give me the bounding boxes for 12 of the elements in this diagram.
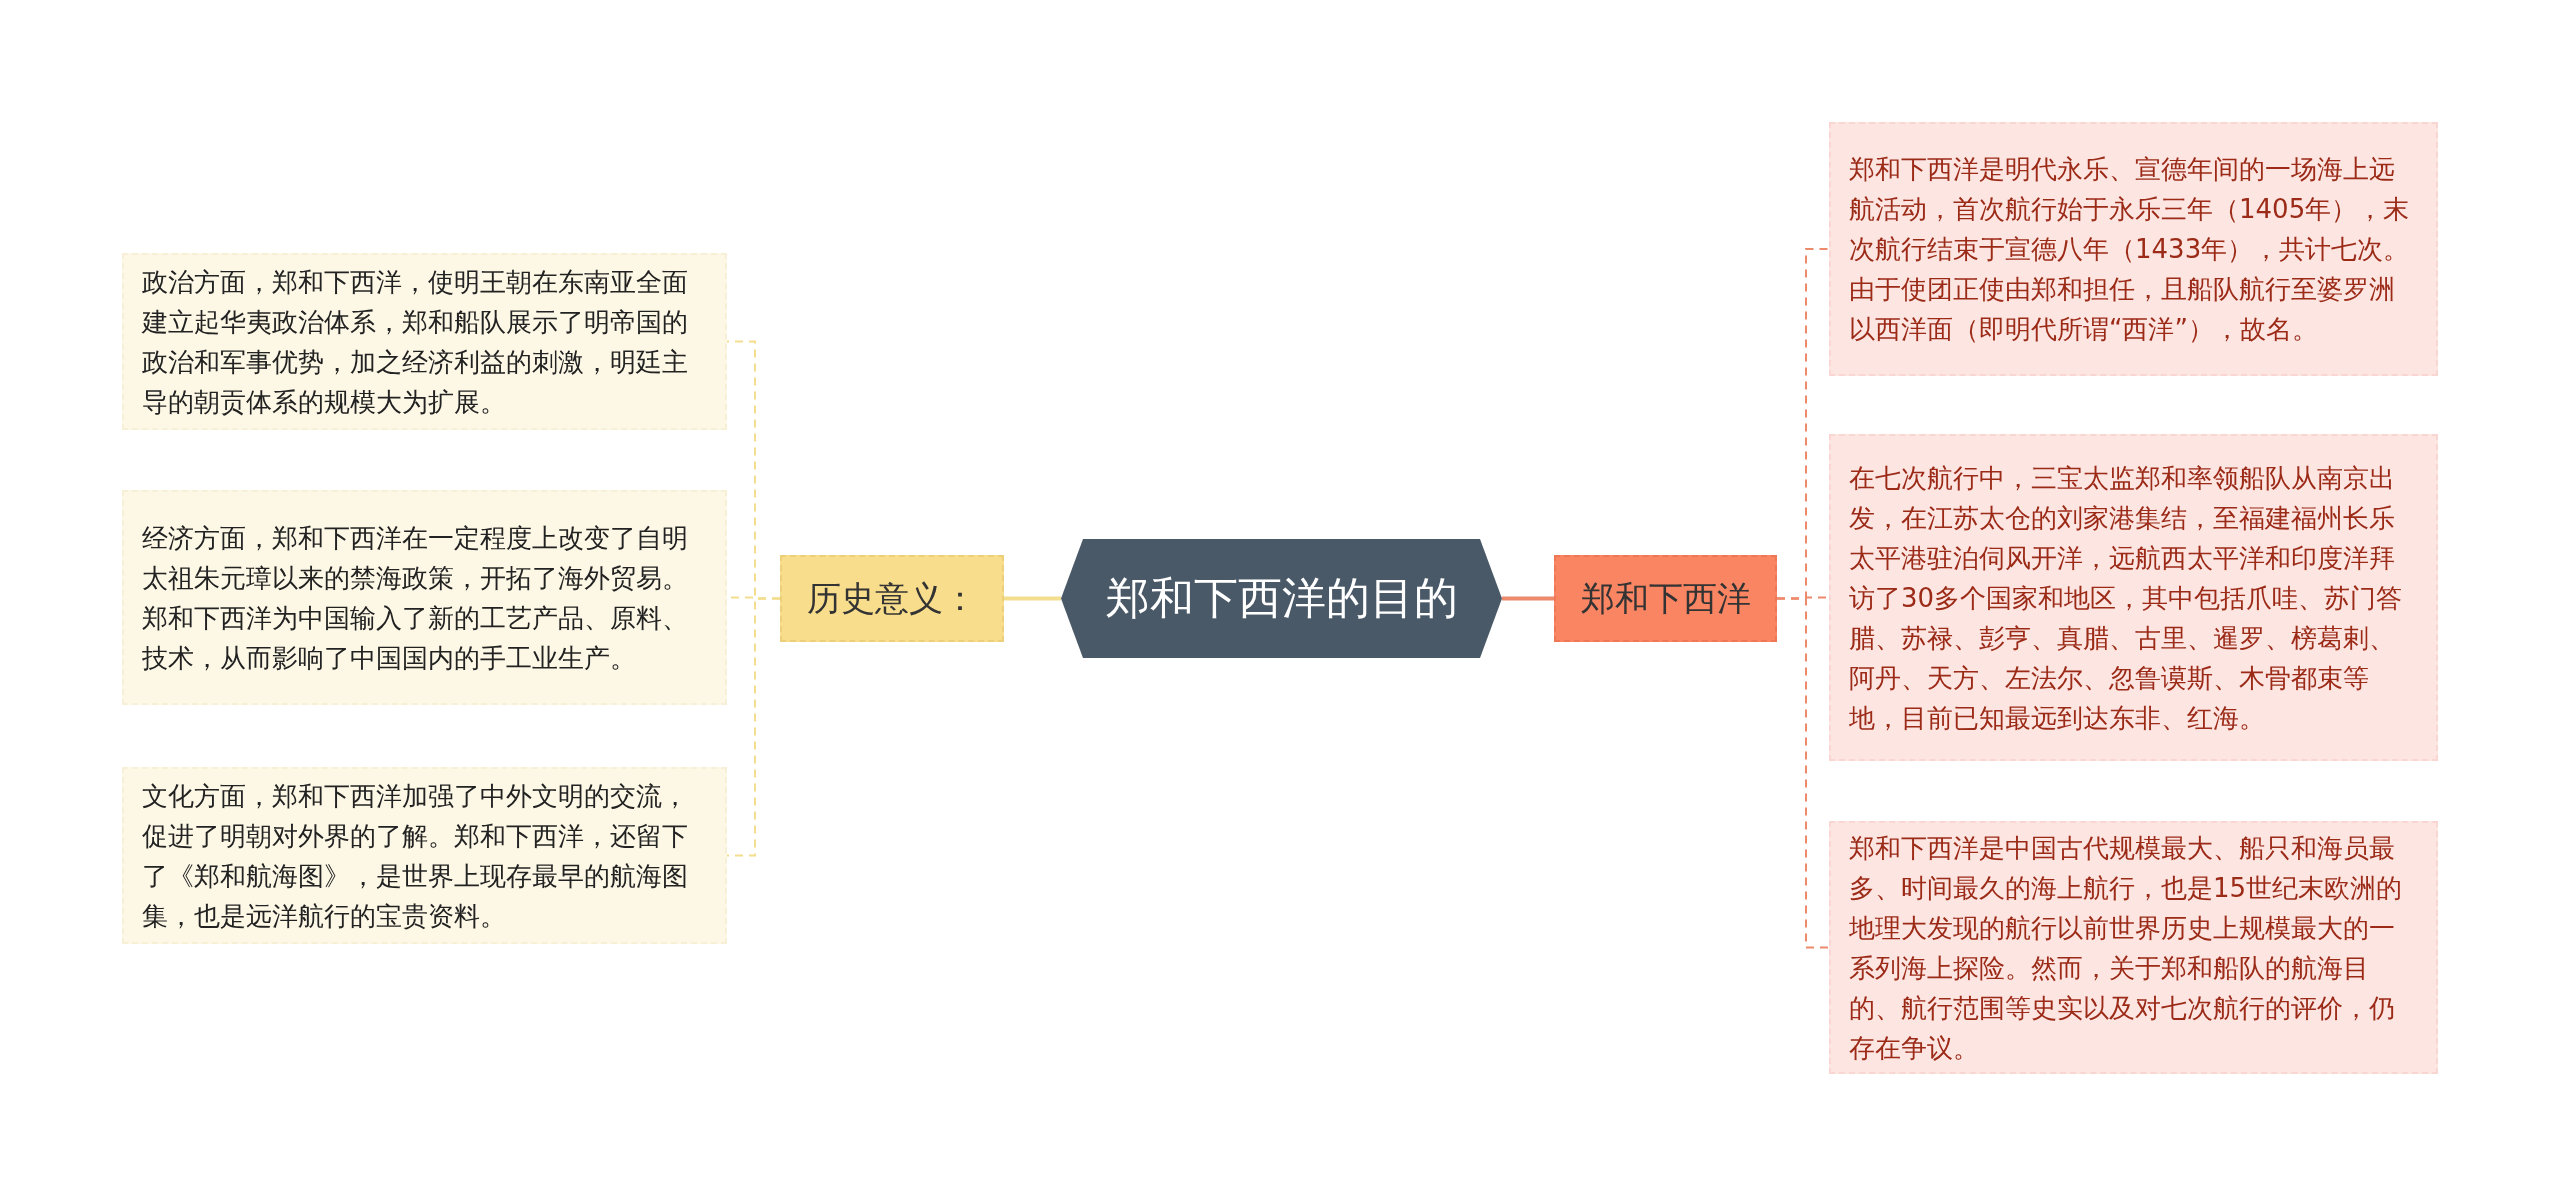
note-box: 经济方面，郑和下西洋在一定程度上改变了自明太祖朱元璋以来的禁海政策，开拓了海外贸易。郑和下西洋为中国输入了新的工艺产品、原料、技术，从而影响了中国国内的手工业生产。	[122, 490, 727, 705]
branch-box: 郑和下西洋	[1554, 555, 1777, 642]
note-box: 在七次航行中，三宝太监郑和率领船队从南京出发，在江苏太仓的刘家港集结，至福建福州长乐太平港驻泊伺风开洋，远航西太平洋和印度洋拜访了30多个国家和地区，其中包括爪哇、苏门答腊、苏禄、彭亨、真腊、古里、暹罗、榜葛剌、阿丹、天方、左法尔、忽鲁谟斯、木骨都束等地，目前已知最远到达东非、红海。	[1829, 434, 2438, 761]
note-box: 郑和下西洋是明代永乐、宣德年间的一场海上远航活动，首次航行始于永乐三年（1405年），末次航行结束于宣德八年（1433年），共计七次。由于使团正使由郑和担任，且船队航行至婆罗洲以西洋面（即明代所谓“西洋”），故名。	[1829, 122, 2438, 376]
topic-hexagon: 郑和下西洋的目的	[1061, 539, 1502, 658]
branch-box: 历史意义：	[780, 555, 1004, 642]
connector-line	[1776, 597, 1830, 949]
note-box: 政治方面，郑和下西洋，使明王朝在东南亚全面建立起华夷政治体系，郑和船队展示了明帝国的政治和军事优势，加之经济利益的刺激，明廷主导的朝贡体系的规模大为扩展。	[122, 253, 727, 430]
note-box: 郑和下西洋是中国古代规模最大、船只和海员最多、时间最久的海上航行，也是15世纪末欧洲的地理大发现的航行以前世界历史上规模最大的一系列海上探险。然而，关于郑和船队的航海目的、航行范围等史实以及对七次航行的评价，仍存在争议。	[1829, 821, 2438, 1074]
connector-line	[1004, 596, 1061, 601]
note-box: 文化方面，郑和下西洋加强了中外文明的交流，促进了明朝对外界的了解。郑和下西洋，还留下了《郑和航海图》，是世界上现存最早的航海图集，也是远洋航行的宝贵资料。	[122, 767, 727, 944]
connector-line	[1502, 596, 1554, 601]
